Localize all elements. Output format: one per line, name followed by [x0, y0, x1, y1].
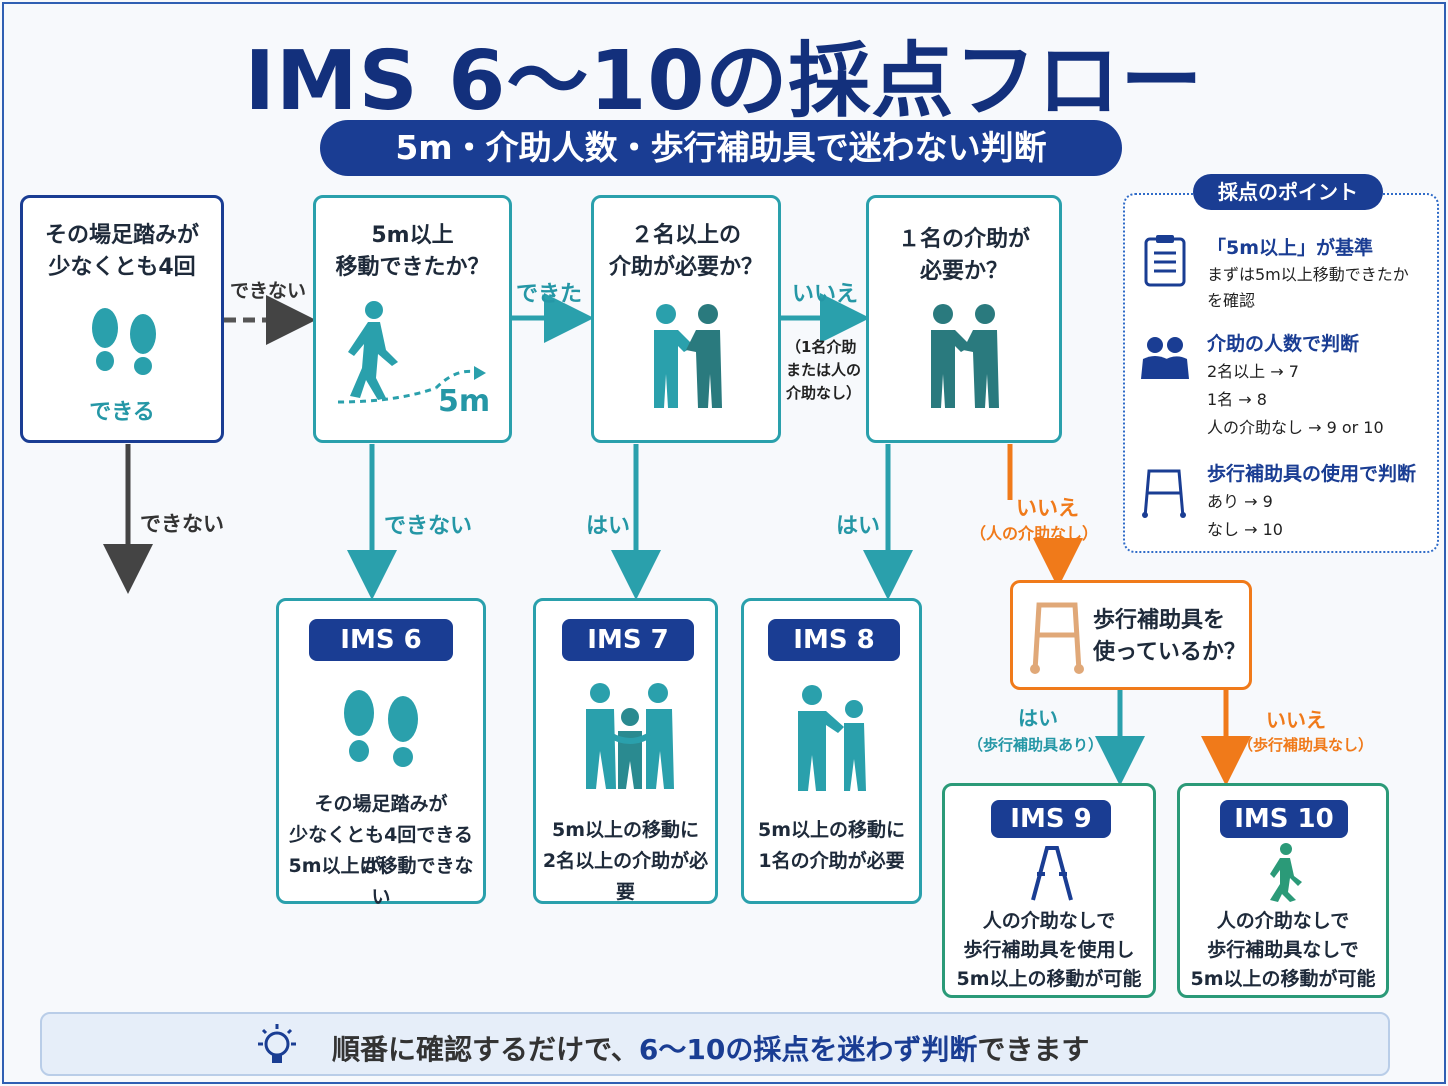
label-q3-no: いいえ	[1016, 496, 1079, 520]
point-3-line-1: あり → 9	[1207, 492, 1273, 511]
walking-green-icon	[1270, 843, 1302, 902]
ims7-line-2: 2名以上の介助が必要	[542, 850, 709, 903]
label-could: できた	[516, 282, 583, 307]
question-1person-box: １名の介助が 必要か？	[866, 195, 1062, 443]
question-5m-box: 5m以上 移動できたか？ 5m	[313, 195, 512, 443]
result-ims8: IMS 8 5m以上の移動に 1名の介助が必要	[741, 598, 922, 904]
q1-text-1: 5m以上	[371, 223, 454, 248]
label-q3-yes: はい	[836, 514, 881, 539]
label-q4-no-note: （歩行補助具なし）	[1238, 736, 1374, 754]
q3-text-2: 必要か？	[919, 259, 1008, 284]
point-3-line-2: なし → 10	[1207, 520, 1283, 539]
question-walker-box: 歩行補助具を 使っているか？	[1010, 580, 1252, 690]
two-people-helping-icon	[654, 304, 722, 408]
clipboard-icon	[1144, 235, 1186, 287]
label-no-right-note-3: 介助なし）	[786, 384, 862, 402]
ims9-line-2: 歩行補助具を使用し	[963, 939, 1135, 961]
start-can-label: できる	[89, 400, 155, 425]
result-ims10: IMS 10 人の介助なしで 歩行補助具なしで 5m以上の移動が可能	[1177, 783, 1389, 998]
ims8-badge: IMS 8	[768, 619, 900, 661]
ims6-line-1: その場足踏みが	[314, 793, 448, 815]
ims9-line-3: 5m以上の移動が可能	[956, 968, 1142, 990]
ims10-line-3: 5m以上の移動が可能	[1190, 968, 1376, 990]
point-2-heading: 介助の人数で判断	[1207, 333, 1360, 355]
walker-icon	[1142, 469, 1186, 518]
ims7-line-1: 5m以上の移動に	[551, 819, 700, 841]
label-q1-no: できない	[384, 514, 473, 539]
label-q2-yes: はい	[586, 514, 631, 539]
start-text-2: 少なくとも4回	[48, 255, 196, 280]
q3-text-1: １名の介助が	[897, 227, 1030, 252]
page-title: IMS 6～10の採点フロー	[244, 34, 1204, 129]
ims6-line-2: 少なくとも4回できるが、	[289, 824, 473, 877]
footer-text: 順番に確認するだけで、6～10の採点を迷わず判断できます	[332, 1028, 1089, 1068]
ims10-line-1: 人の介助なしで	[1216, 910, 1350, 932]
crutches-icon	[1031, 846, 1073, 901]
ims10-line-2: 歩行補助具なしで	[1207, 939, 1359, 961]
point-1-heading: 「5m以上」が基準	[1207, 237, 1374, 259]
ims9-badge: IMS 9	[991, 800, 1111, 838]
point-2-line-3: 人の介助なし → 9 or 10	[1207, 418, 1384, 437]
ims7-badge: IMS 7	[562, 619, 694, 661]
point-1-line-2: を確認	[1207, 291, 1256, 310]
walker-frame-icon	[1030, 602, 1084, 674]
point-1-line-1: まずは5m以上移動できたか	[1207, 265, 1409, 284]
start-box: その場足踏みが 少なくとも4回 できる	[20, 195, 224, 443]
ims6-badge: IMS 6	[309, 619, 453, 661]
question-2persons-box: ２名以上の 介助が必要か？	[591, 195, 781, 443]
ims8-line-2: 1名の介助が必要	[758, 850, 905, 872]
footprints-icon	[344, 690, 418, 767]
label-q4-yes-note: （歩行補助具あり）	[968, 736, 1104, 754]
label-no-right: いいえ	[792, 282, 859, 307]
label-no-right-note-1: （1名介助	[786, 338, 857, 356]
scoring-points-panel: 「5m以上」が基準 まずは5m以上移動できたか を確認 介助の人数で判断 2名以…	[1123, 193, 1439, 553]
people-icon	[1141, 337, 1189, 379]
group-assist-icon	[586, 683, 674, 789]
result-ims9: IMS 9 人の介助なしで 歩行補助具を使用し 5m以上の移動が可能	[942, 783, 1156, 998]
result-ims6: IMS 6 その場足踏みが 少なくとも4回できるが、 5m以上は移動できない	[276, 598, 486, 908]
q4-text-2: 使っているか？	[1093, 640, 1246, 665]
q2-text-2: 介助が必要か？	[608, 255, 763, 280]
q4-text-1: 歩行補助具を	[1093, 608, 1226, 633]
one-person-helping-icon	[931, 304, 999, 408]
q1-distance: 5m	[438, 384, 491, 419]
footer-pre: 順番に確認するだけで、	[332, 1033, 639, 1066]
label-q3-no-note: （人の介助なし）	[970, 524, 1099, 543]
start-text-1: その場足踏みが	[44, 223, 199, 248]
point-2-line-1: 2名以上 → 7	[1207, 362, 1299, 381]
footer-banner: 順番に確認するだけで、6～10の採点を迷わず判断できます	[40, 1012, 1390, 1076]
label-q4-no: いいえ	[1266, 708, 1326, 732]
footer-highlight: 6～10の採点を迷わず判断	[638, 1033, 978, 1066]
point-3-heading: 歩行補助具の使用で判断	[1207, 463, 1417, 485]
ims10-badge: IMS 10	[1220, 800, 1348, 838]
point-2-line-2: 1名 → 8	[1207, 390, 1267, 409]
scoring-points-badge: 採点のポイント	[1193, 174, 1383, 210]
lightbulb-icon	[258, 1024, 296, 1063]
label-q4-yes: はい	[1018, 706, 1058, 730]
footprints-icon	[92, 308, 156, 375]
walking-person-icon	[337, 301, 486, 404]
label-cannot-right: できない	[230, 280, 307, 302]
one-assist-icon	[798, 685, 866, 791]
q2-text-1: ２名以上の	[630, 223, 741, 248]
ims8-line-1: 5m以上の移動に	[757, 819, 906, 841]
ims9-line-1: 人の介助なしで	[982, 910, 1116, 932]
label-no-right-note: （1名介助 または人の 介助なし）	[786, 336, 861, 405]
page-subtitle: 5m・介助人数・歩行補助具で迷わない判断	[320, 120, 1122, 176]
ims6-line-3: 5m以上は移動できない	[288, 855, 474, 908]
footer-post: できます	[977, 1033, 1090, 1066]
result-ims7: IMS 7 5m以上の移動に 2名以上の介助が必要	[533, 598, 718, 904]
label-no-right-note-2: または人の	[786, 361, 862, 379]
label-cannot-down: できない	[140, 512, 224, 536]
q1-text-2: 移動できたか？	[335, 255, 490, 280]
